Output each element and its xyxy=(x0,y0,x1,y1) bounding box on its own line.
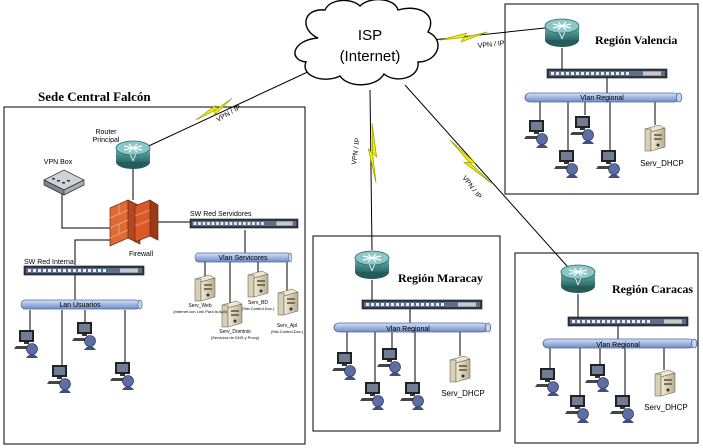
sw-servidores-label: SW Red Servidores xyxy=(190,211,252,218)
sw-interna-label: SW Red Interna xyxy=(24,259,74,266)
router-principal-icon xyxy=(115,140,151,170)
serv-web-name: Serv_Web xyxy=(188,303,211,309)
caracas-dhcp-server-icon xyxy=(654,369,676,397)
serv-bd-desc: (Sist.Control.Doc.) xyxy=(242,306,275,311)
workstation-icon xyxy=(534,367,560,397)
valencia-router-icon xyxy=(544,18,580,48)
workstation-icon xyxy=(331,351,357,381)
valencia-vlan-label: Vlan Regional xyxy=(580,95,624,102)
workstation-icon xyxy=(569,115,595,145)
caracas-box xyxy=(514,252,699,444)
link-caracas-label: VPN / IP xyxy=(460,175,482,201)
serv-apl-icon xyxy=(277,288,299,316)
sede-central-box xyxy=(3,106,306,445)
workstation-icon xyxy=(584,363,610,393)
vpn-box-icon xyxy=(43,169,85,196)
valencia-dhcp-server-icon xyxy=(644,124,666,152)
workstation-icon xyxy=(523,119,549,149)
lan-usuarios-label: Lan Usuarios xyxy=(59,302,101,309)
workstation-icon xyxy=(553,149,579,179)
serv-bd-name: Serv_BD xyxy=(248,300,268,306)
sw-interna-icon xyxy=(23,265,145,276)
maracay-dhcp-server-icon xyxy=(449,355,471,383)
caracas-title: Región Caracas xyxy=(612,282,693,296)
valencia-box xyxy=(504,3,699,195)
workstation-icon xyxy=(359,381,385,411)
caracas-vlan-label: Vlan Regional xyxy=(596,342,640,349)
maracay-switch-icon xyxy=(361,299,483,310)
caracas-server-label: Serv_DHCP xyxy=(644,403,688,412)
workstation-icon xyxy=(595,149,621,179)
workstation-icon xyxy=(399,381,425,411)
workstation-icon xyxy=(13,329,39,359)
serv-dominio-desc: (Servicios de DNS y Proxy) xyxy=(211,335,260,340)
workstation-icon xyxy=(376,347,402,377)
maracay-wiring xyxy=(346,280,461,382)
isp-cloud-icon: ISP (Internet) xyxy=(294,0,439,86)
vlan-servicios-label: Vlan Servicores xyxy=(218,255,268,262)
workstation-icon xyxy=(564,394,590,424)
valencia-server-label: Serv_DHCP xyxy=(640,159,684,168)
sede-wiring xyxy=(29,165,288,365)
isp-label: ISP xyxy=(358,27,382,44)
sw-servidores-icon xyxy=(189,218,299,229)
valencia-wiring xyxy=(539,48,656,150)
caracas-wiring xyxy=(549,294,665,395)
serv-apl-name: Serv_Apl xyxy=(277,323,297,329)
firewall-label: Firewall xyxy=(129,251,154,258)
maracay-box xyxy=(312,235,501,432)
isp-sublabel: (Internet) xyxy=(340,48,401,65)
serv-dominio-icon xyxy=(221,300,243,328)
link-maracay-bolt xyxy=(367,122,378,184)
caracas-router-icon xyxy=(560,264,596,294)
valencia-switch-icon xyxy=(546,68,668,79)
valencia-title: Región Valencia xyxy=(595,33,677,47)
workstation-icon xyxy=(109,361,135,391)
workstation-icon xyxy=(609,394,635,424)
maracay-server-label: Serv_DHCP xyxy=(441,389,485,398)
serv-bd-icon xyxy=(247,270,269,298)
router-label-1: Router xyxy=(95,129,117,136)
serv-dominio-name: Serv_Dominio xyxy=(219,329,251,335)
link-valencia-label: VPN / IP xyxy=(477,40,505,50)
maracay-router-icon xyxy=(354,250,390,280)
link-maracay-label: VPN / IP xyxy=(351,137,362,165)
serv-apl-desc: (Sist.Control.Doc.) xyxy=(271,329,304,334)
serv-web-icon xyxy=(194,274,216,302)
maracay-title: Región Maracay xyxy=(398,271,483,285)
firewall-icon xyxy=(109,199,159,247)
workstation-icon xyxy=(46,364,72,394)
maracay-vlan-label: Vlan Regional xyxy=(386,326,430,333)
sede-title: Sede Central Falcón xyxy=(38,89,151,104)
vpn-box-label: VPN Box xyxy=(44,159,73,166)
serv-web-desc: (Internet con Link Para la Apli) xyxy=(173,309,227,314)
router-label-2: Principal xyxy=(93,137,120,144)
caracas-switch-icon xyxy=(567,316,689,327)
workstation-icon xyxy=(71,321,97,351)
